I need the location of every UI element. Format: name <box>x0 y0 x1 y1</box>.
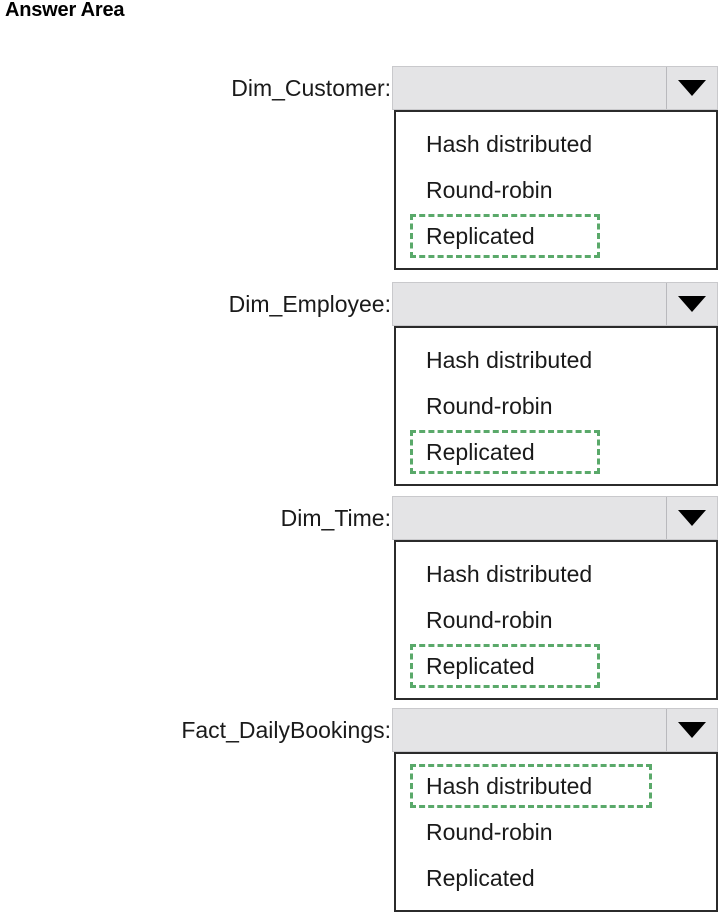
dropdown-selected-value[interactable] <box>393 709 667 751</box>
dropdown-option[interactable]: Round-robin <box>426 607 553 633</box>
dropdown-option[interactable]: Round-robin <box>426 393 553 419</box>
dropdown-option[interactable]: Replicated <box>396 213 716 259</box>
answer-row-label: Fact_DailyBookings: <box>181 717 391 743</box>
dropdown-option[interactable]: Hash distributed <box>426 347 593 373</box>
dropdown-1[interactable] <box>392 282 718 326</box>
answer-row-label: Dim_Employee: <box>228 291 391 317</box>
dropdown-option[interactable]: Replicated <box>396 429 716 475</box>
dropdown-option[interactable]: Round-robin <box>426 177 553 203</box>
chevron-down-icon[interactable] <box>667 709 717 751</box>
chevron-down-icon[interactable] <box>667 283 717 325</box>
chevron-down-icon[interactable] <box>667 67 717 109</box>
dropdown-option[interactable]: Hash distributed <box>426 561 593 587</box>
dropdown-option[interactable]: Hash distributed <box>396 763 716 809</box>
dropdown-0[interactable] <box>392 66 718 110</box>
answer-row-label: Dim_Time: <box>280 505 391 531</box>
dropdown-3[interactable] <box>392 708 718 752</box>
dropdown-option[interactable]: Round-robin <box>426 819 553 845</box>
chevron-down-icon[interactable] <box>667 497 717 539</box>
page-title: Answer Area <box>5 0 125 21</box>
dropdown-option[interactable]: Replicated <box>396 643 716 689</box>
answer-row-label: Dim_Customer: <box>231 75 391 101</box>
dropdown-option[interactable]: Replicated <box>426 865 535 891</box>
dropdown-selected-value[interactable] <box>393 283 667 325</box>
dropdown-option[interactable]: Hash distributed <box>426 131 593 157</box>
dropdown-2[interactable] <box>392 496 718 540</box>
dropdown-selected-value[interactable] <box>393 497 667 539</box>
dropdown-selected-value[interactable] <box>393 67 667 109</box>
